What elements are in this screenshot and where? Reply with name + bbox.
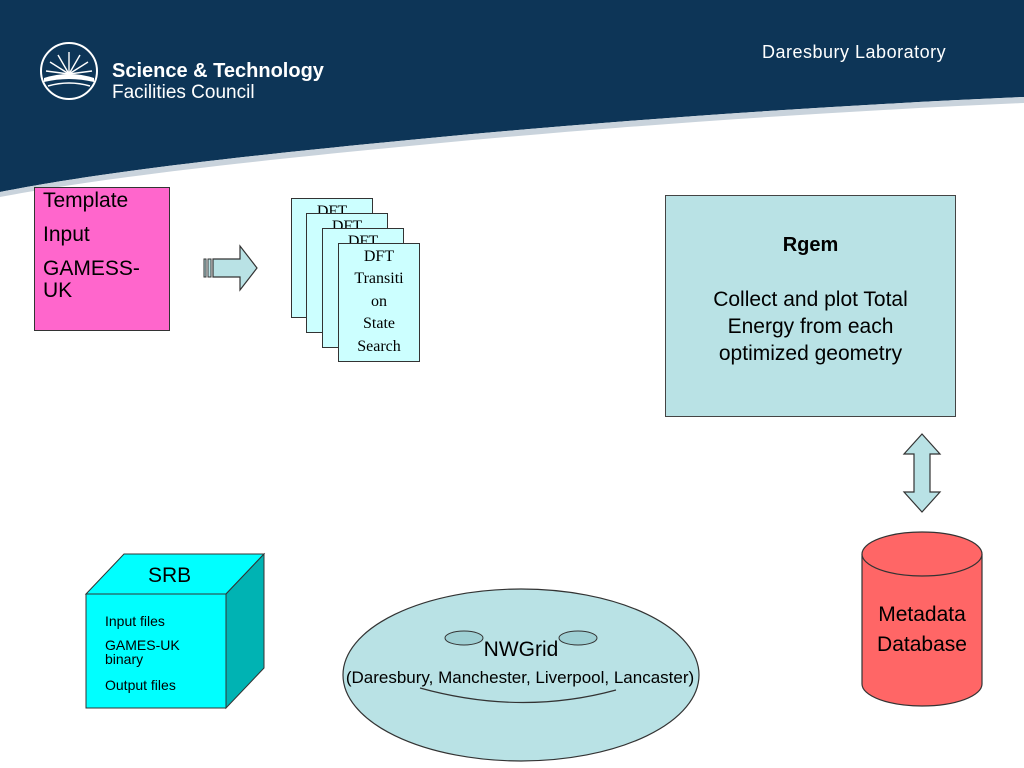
nwgrid-title: NWGrid	[483, 638, 559, 661]
template-line-3: GAMESS-UK	[43, 257, 140, 303]
double-arrow-icon	[902, 433, 942, 513]
rgem-box: Rgem Collect and plot Total Energy from …	[665, 195, 956, 417]
template-input-box: Template Input GAMESS-UK	[34, 187, 170, 331]
metadata-line-2: Database	[877, 633, 967, 657]
lab-name: Daresbury Laboratory	[762, 42, 947, 62]
template-line-2: Input	[43, 223, 90, 247]
dft-line-1: DFT	[363, 248, 395, 265]
dft-line-3: on	[371, 292, 387, 310]
metadata-database-label: Metadata Database	[860, 600, 984, 661]
stfc-logo-icon	[40, 42, 98, 100]
metadata-database-icon	[861, 531, 983, 707]
dft-card-front: DFT Transiti on State Search	[338, 243, 420, 362]
srb-item-output: Output files	[105, 677, 176, 693]
rgem-description: Collect and plot Total Energy from each …	[713, 288, 908, 365]
dft-line-5: Search	[357, 337, 401, 355]
nwgrid-sites: (Daresbury, Manchester, Liverpool, Lanca…	[345, 668, 695, 687]
header-banner	[0, 0, 1024, 197]
srb-cube	[84, 552, 266, 710]
dft-line-2: Transiti	[354, 270, 404, 288]
right-arrow-icon	[203, 244, 258, 292]
srb-title: SRB	[148, 564, 192, 587]
rgem-title: Rgem	[782, 234, 839, 256]
srb-item-binary: GAMES-UK binary	[105, 637, 180, 667]
metadata-line-1: Metadata	[878, 603, 966, 626]
nwgrid-ellipse	[342, 588, 700, 762]
dft-line-4: State	[363, 315, 395, 333]
srb-item-input: Input files	[105, 613, 165, 629]
org-name-line2: Facilities Council	[112, 82, 255, 103]
template-line-1: Template	[43, 189, 129, 212]
org-name-line1: Science & Technology	[112, 60, 324, 82]
